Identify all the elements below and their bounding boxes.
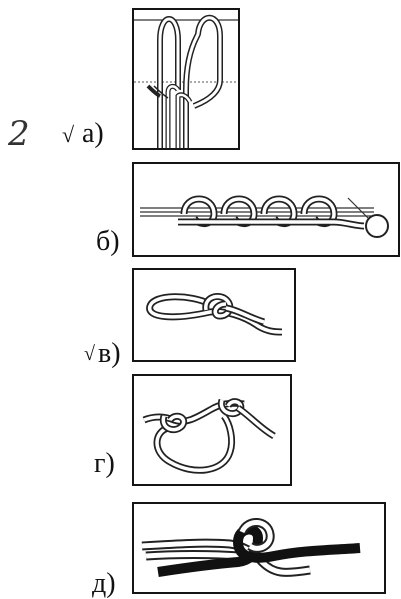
- knot-g-drawing: [142, 398, 276, 474]
- knot-v-panel: [132, 268, 296, 362]
- knot-g-panel: [132, 374, 292, 486]
- label-v: в): [98, 338, 121, 369]
- knot-a-drawing: [134, 14, 238, 148]
- check-mark: √: [84, 343, 95, 365]
- knot-b-drawing: [140, 195, 389, 238]
- knot-d-panel: [132, 502, 386, 594]
- check-mark: √: [62, 122, 75, 147]
- knot-a-panel: [132, 8, 240, 150]
- handwritten-number: 2: [8, 114, 30, 154]
- label-d: д): [92, 568, 116, 599]
- label-a: а): [82, 118, 104, 149]
- label-b: б): [96, 226, 120, 257]
- knot-v-drawing: [146, 293, 283, 336]
- label-g: г): [94, 448, 115, 479]
- knot-d-drawing: [141, 518, 361, 577]
- knot-b-panel: [132, 162, 400, 257]
